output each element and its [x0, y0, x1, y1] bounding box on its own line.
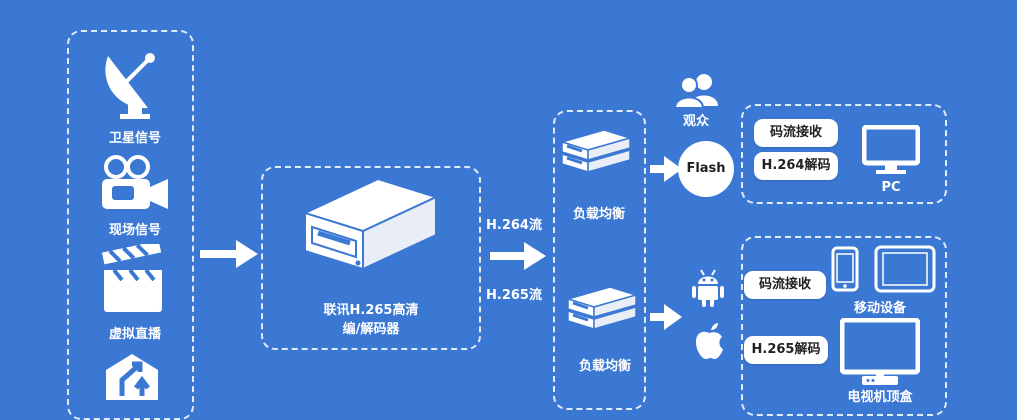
- tv-set-top-box-icon: [840, 318, 920, 385]
- tablet-icon: [874, 245, 936, 293]
- flash-circle: Flash: [678, 141, 734, 197]
- server-rack-icon-bottom: [566, 286, 638, 331]
- pc-decode-pill: H.264解码: [754, 152, 838, 180]
- pc-monitor-icon: [862, 125, 920, 174]
- arrow-to-flash: [650, 156, 682, 182]
- arrow-codec-to-balancers: [490, 242, 546, 270]
- pc-group-panel: [741, 104, 947, 204]
- encoder-device-icon: [302, 177, 439, 271]
- satellite-label: 卫星信号: [108, 131, 161, 146]
- satellite-dish-icon: [105, 53, 155, 119]
- mobile-device-label: 移动设备: [853, 301, 906, 316]
- audience-icon: [674, 74, 718, 108]
- switch-arrows-icon: [106, 354, 158, 400]
- arrow-to-mobile: [650, 304, 682, 330]
- server-rack-icon-top: [560, 129, 632, 174]
- mobile-decode-pill: H.265解码: [744, 336, 828, 364]
- balancer-bottom-label: 负载均衡: [578, 359, 631, 374]
- clapperboard-icon: [101, 244, 162, 312]
- phone-icon: [831, 246, 859, 292]
- balancer-top-label: 负载均衡: [572, 207, 625, 222]
- video-camera-icon: [102, 155, 168, 209]
- codec-panel: [261, 166, 481, 350]
- codec-label-line1: 联讯H.265高清: [323, 303, 419, 318]
- arrow-sources-to-codec: [200, 240, 258, 268]
- audience-label: 观众: [682, 114, 709, 129]
- android-icon: [692, 269, 724, 307]
- h265-stream-label: H.265流: [486, 288, 542, 303]
- stb-label: 电视机顶盒: [847, 390, 913, 405]
- live-label: 现场信号: [108, 223, 161, 238]
- pc-label: PC: [881, 180, 901, 195]
- apple-icon: [696, 323, 723, 359]
- h264-stream-label: H.264流: [486, 218, 542, 233]
- pc-receive-pill: 码流接收: [754, 119, 838, 147]
- virtual-label: 虚拟直播: [108, 327, 161, 342]
- mobile-receive-pill: 码流接收: [744, 271, 826, 299]
- codec-label-line2: 编/解码器: [342, 322, 400, 337]
